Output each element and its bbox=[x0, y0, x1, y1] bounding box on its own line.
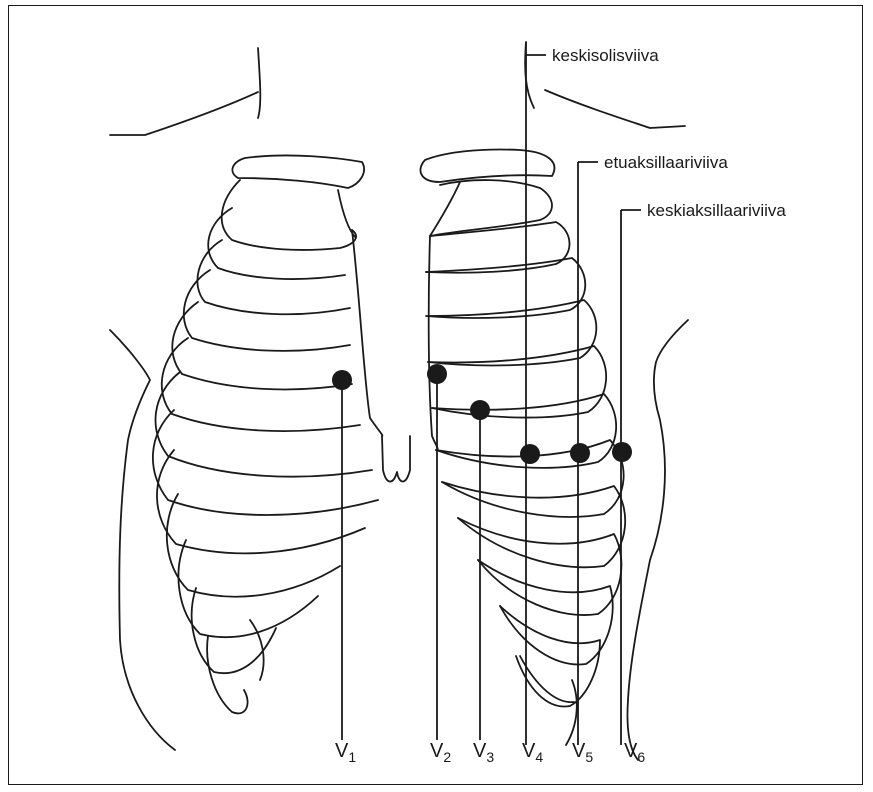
electrode-v1 bbox=[332, 370, 352, 740]
sternum-right-edge bbox=[430, 182, 460, 236]
lead-label-v3: V3 bbox=[473, 740, 494, 765]
electrode-dot-v1 bbox=[332, 370, 352, 390]
shoulder-left bbox=[110, 92, 258, 135]
lead-label-v5: V5 bbox=[572, 740, 593, 765]
lead-label-v2: V2 bbox=[430, 740, 451, 765]
rib-cage-left bbox=[153, 180, 383, 713]
electrode-v6 bbox=[612, 442, 632, 462]
electrode-v5 bbox=[570, 443, 590, 463]
electrode-dot-v3 bbox=[470, 400, 490, 420]
electrode-dot-v5 bbox=[570, 443, 590, 463]
reference-label-mid-axillary: keskiaksillaariviiva bbox=[647, 201, 786, 220]
arm-right bbox=[627, 320, 688, 760]
reference-line-mid-clavicular: keskisolisviiva bbox=[526, 42, 659, 745]
shoulder-right bbox=[545, 90, 685, 128]
lead-labels: V1 V2 V3 V4 V5 V6 bbox=[335, 740, 645, 765]
clavicle-left bbox=[232, 155, 364, 188]
reference-label-mid-clavicular: keskisolisviiva bbox=[552, 46, 659, 65]
reference-line-mid-axillary: keskiaksillaariviiva bbox=[621, 201, 786, 745]
lead-label-v1: V1 bbox=[335, 740, 356, 765]
xiphoid bbox=[382, 436, 410, 482]
electrode-dot-v6 bbox=[612, 442, 632, 462]
reference-lines: keskisolisviiva etuaksillaariviiva keski… bbox=[526, 42, 786, 745]
lead-label-v6: V6 bbox=[624, 740, 645, 765]
torso-anatomy bbox=[110, 42, 688, 760]
reference-line-anterior-axillary: etuaksillaariviiva bbox=[578, 153, 728, 745]
neck-left bbox=[258, 48, 260, 118]
electrode-v4 bbox=[520, 444, 540, 464]
electrode-dot-v2 bbox=[427, 364, 447, 384]
electrode-v2 bbox=[427, 364, 447, 740]
electrodes bbox=[332, 364, 632, 740]
clavicle-right bbox=[420, 149, 554, 182]
electrode-dot-v4 bbox=[520, 444, 540, 464]
reference-label-anterior-axillary: etuaksillaariviiva bbox=[604, 153, 728, 172]
lead-label-v4: V4 bbox=[522, 740, 543, 765]
arm-left bbox=[110, 330, 175, 750]
